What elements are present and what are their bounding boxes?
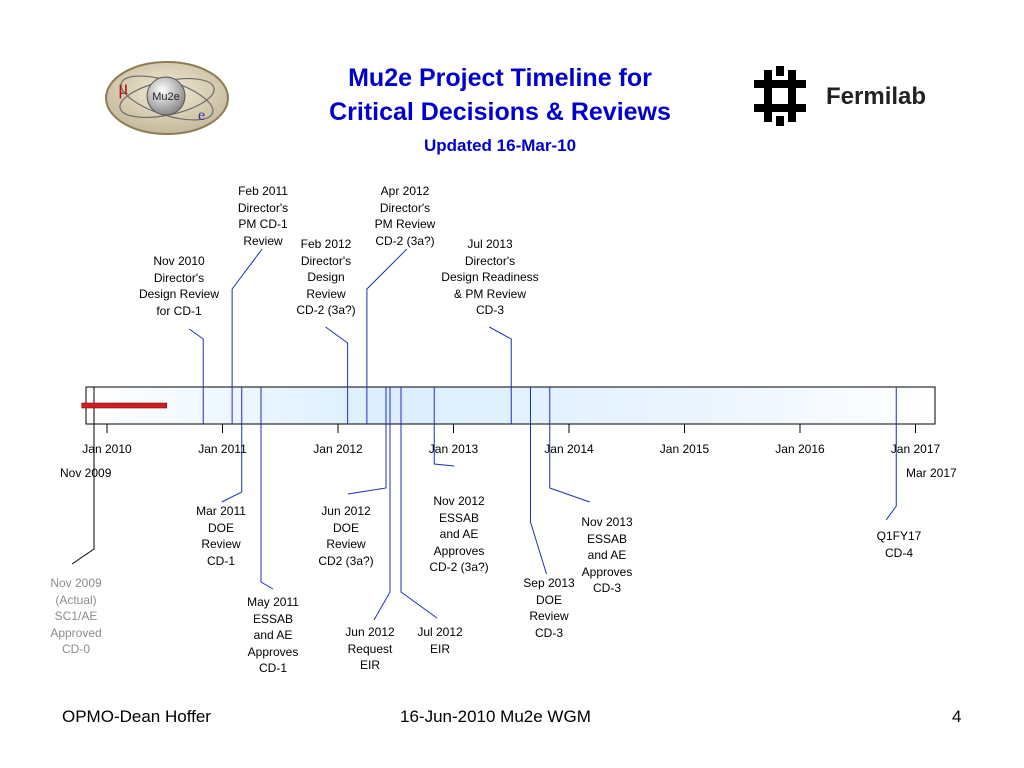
timeline-end-label: Mar 2017 bbox=[906, 466, 957, 480]
page-title-line2: Critical Decisions & Reviews bbox=[329, 98, 671, 126]
event-leader-above bbox=[489, 326, 512, 387]
event-label-above: Feb 2011 Director's PM CD-1 Review bbox=[237, 184, 289, 248]
event-label-below: Nov 2013 ESSAB and AE Approves CD-3 bbox=[581, 515, 633, 595]
axis-tick-label: Jan 2010 bbox=[82, 442, 132, 456]
footer-author: OPMO-Dean Hoffer bbox=[62, 707, 211, 726]
event-leader-below bbox=[347, 424, 387, 495]
event-leader-above bbox=[366, 248, 408, 387]
event-leader-below bbox=[885, 424, 897, 521]
event-leader-below bbox=[221, 424, 243, 503]
event-label-below: Jul 2012 EIR bbox=[417, 625, 463, 656]
event-label-below: May 2011 ESSAB and AE Approves CD-1 bbox=[247, 595, 299, 675]
event-leader-above bbox=[231, 248, 263, 387]
axis-tick-label: Jan 2016 bbox=[775, 442, 825, 456]
svg-text:Mu2e: Mu2e bbox=[152, 91, 180, 103]
event-leader-above bbox=[188, 328, 204, 387]
event-leader-below bbox=[530, 424, 547, 575]
event-leader-below bbox=[71, 424, 95, 565]
timeline-start-label: Nov 2009 bbox=[60, 466, 112, 480]
timeline-diagram bbox=[71, 248, 936, 621]
event-label-below: Q1FY17 CD-4 bbox=[876, 529, 922, 560]
axis-tick-label: Jan 2013 bbox=[428, 442, 479, 456]
svg-text:μ: μ bbox=[118, 77, 129, 99]
event-leader-below bbox=[373, 424, 391, 621]
event-label-above: Nov 2010 Director's Design Review for CD… bbox=[138, 254, 220, 318]
updated-date: Updated 16-Mar-10 bbox=[423, 136, 577, 155]
event-leader-above bbox=[325, 326, 349, 387]
event-label-below: Nov 2009 (Actual) SC1/AE Approved CD-0 bbox=[50, 576, 102, 656]
slide-number: 4 bbox=[952, 707, 962, 726]
event-label-above: Apr 2012 Director's PM Review CD-2 (3a?) bbox=[374, 184, 436, 248]
footer-meeting: 16-Jun-2010 Mu2e WGM bbox=[400, 707, 591, 726]
event-label-below: Mar 2011 DOE Review CD-1 bbox=[196, 504, 246, 568]
event-leader-below bbox=[400, 424, 438, 619]
axis-tick-label: Jan 2012 bbox=[313, 442, 363, 456]
progress-marker bbox=[81, 402, 168, 409]
event-label-below: Jun 2012 DOE Review CD2 (3a?) bbox=[318, 504, 374, 568]
event-label-below: Nov 2012 ESSAB and AE Approves CD-2 (3a?… bbox=[429, 494, 489, 574]
axis-tick-label: Jan 2017 bbox=[890, 442, 941, 456]
axis-tick-label: Jan 2011 bbox=[198, 442, 247, 456]
event-label-below: Sep 2013 DOE Review CD-3 bbox=[523, 576, 575, 640]
mu2e-logo: Mu2e μ e bbox=[105, 61, 229, 135]
event-label-below: Jun 2012 Request EIR bbox=[345, 625, 395, 672]
fermilab-logo: Fermilab bbox=[754, 66, 926, 126]
svg-text:e: e bbox=[198, 107, 205, 124]
axis-tick-label: Jan 2015 bbox=[659, 442, 710, 456]
event-label-above: Jul 2013 Director's Design Readiness & P… bbox=[441, 237, 539, 317]
event-leader-below bbox=[260, 424, 274, 590]
axis-tick-label: Jan 2014 bbox=[544, 442, 594, 456]
page-title: Mu2e Project Timeline for bbox=[348, 64, 652, 92]
svg-text:Fermilab: Fermilab bbox=[826, 83, 926, 110]
timeline-bar bbox=[85, 386, 936, 425]
event-leader-below bbox=[433, 424, 455, 467]
event-label-above: Feb 2012 Director's Design Review CD-2 (… bbox=[296, 237, 356, 317]
event-leader-below bbox=[549, 424, 590, 503]
